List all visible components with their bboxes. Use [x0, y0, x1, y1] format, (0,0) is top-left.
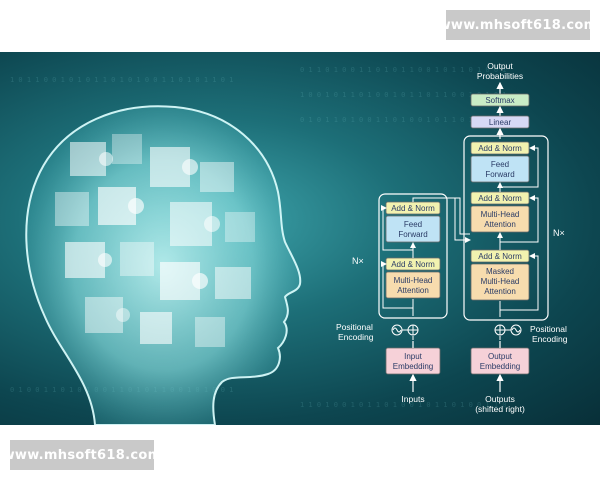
- decoder-add-norm-2-label: Add & Norm: [478, 194, 522, 203]
- encoder-positional-label-2: Encoding: [338, 332, 374, 342]
- decoder-nx-label: N×: [553, 228, 565, 238]
- decoder-masked-attention: [470, 263, 530, 301]
- svg-text:0 1 1 0 1 0 0 1 1 0 1 0 1 1 0: 0 1 1 0 1 0 0 1 1 0 1 0 1 1 0 0 1 0 1 1 …: [300, 66, 507, 74]
- outputs-label: Outputs: [485, 394, 515, 404]
- puzzle-pieces: [55, 134, 255, 347]
- encoder-add-norm-1-label: Add & Norm: [391, 260, 435, 269]
- watermark-bottom: www.mhsoft618.com: [3, 440, 161, 470]
- transformer-diagram: Output Probabilities Softmax Linear Add …: [336, 61, 568, 414]
- svg-text:1 1 0 1 0 0 1 0 1 1 0 1 0 0 1: 1 1 0 1 0 0 1 0 1 1 0 1 0 0 1 0 1 1 0 1 …: [300, 401, 507, 409]
- encoder-attention-label: Multi-Head: [394, 276, 433, 285]
- output-probabilities-label-2: Probabilities: [477, 71, 523, 81]
- masked-attention-label: Masked: [486, 267, 514, 276]
- encoder-feed-forward-label-2: Forward: [398, 230, 427, 239]
- decoder-stack: [463, 135, 549, 321]
- output-embedding-label-2: Embedding: [480, 362, 520, 371]
- encoder-attention: [385, 271, 441, 299]
- encoder-positional-label: Positional: [336, 322, 373, 332]
- inputs-label: Inputs: [401, 394, 424, 404]
- svg-text:1 0 0 1 0 1 1 0 1 0 0 1 0 1 1: 1 0 0 1 0 1 1 0 1 0 0 1 0 1 1 0 1 1 0 0 …: [300, 91, 507, 99]
- decoder-cross-attention-label: Multi-Head: [481, 210, 520, 219]
- watermark-top: www.mhsoft618.com: [439, 10, 597, 40]
- encoder-stack: [378, 193, 448, 319]
- decoder-positional-label: Positional: [530, 324, 567, 334]
- input-embedding-label-2: Embedding: [393, 362, 433, 371]
- decoder-add-norm-3-label: Add & Norm: [478, 144, 522, 153]
- encoder-attention-label-2: Attention: [397, 286, 429, 295]
- softmax-label: Softmax: [485, 96, 514, 105]
- masked-attention-label-3: Attention: [484, 287, 516, 296]
- decoder-feed-forward-label-2: Forward: [485, 170, 514, 179]
- decoder-feed-forward-label: Feed: [491, 160, 509, 169]
- input-embedding-label: Input: [404, 352, 423, 361]
- decoder-positional-sum: [494, 324, 522, 340]
- decoder-add-norm-1-label: Add & Norm: [478, 252, 522, 261]
- masked-attention-label-2: Multi-Head: [481, 277, 520, 286]
- outputs-label-2: (shifted right): [475, 404, 525, 414]
- linear-label: Linear: [489, 118, 512, 127]
- transformer-illustration: 0 1 1 0 1 0 0 1 1 0 1 0 1 1 0 0 1 0 1 1 …: [10, 61, 568, 425]
- output-probabilities-label: Output: [487, 61, 513, 71]
- decoder-positional-label-2: Encoding: [532, 334, 568, 344]
- svg-text:0 1 0 1 1 0 1 0 0 1 1 0 1 0 0: 0 1 0 1 1 0 1 0 0 1 1 0 1 0 0 1 0 1 1 0 …: [300, 116, 507, 124]
- encoder-feed-forward-label: Feed: [404, 220, 422, 229]
- encoder-add-norm-2-label: Add & Norm: [391, 204, 435, 213]
- hero-panel: 0 1 1 0 1 0 0 1 1 0 1 0 1 1 0 0 1 0 1 1 …: [0, 52, 600, 425]
- encoder-nx-label: N×: [352, 256, 364, 266]
- output-embedding-label: Output: [488, 352, 513, 361]
- decoder-cross-attention-label-2: Attention: [484, 220, 516, 229]
- encoder-positional-sum: [391, 324, 419, 340]
- svg-text:1 0 1 1 0 0 1 0 1 0 1 1 0 1 0: 1 0 1 1 0 0 1 0 1 0 1 1 0 1 0 1 0 0 1 1 …: [10, 76, 233, 84]
